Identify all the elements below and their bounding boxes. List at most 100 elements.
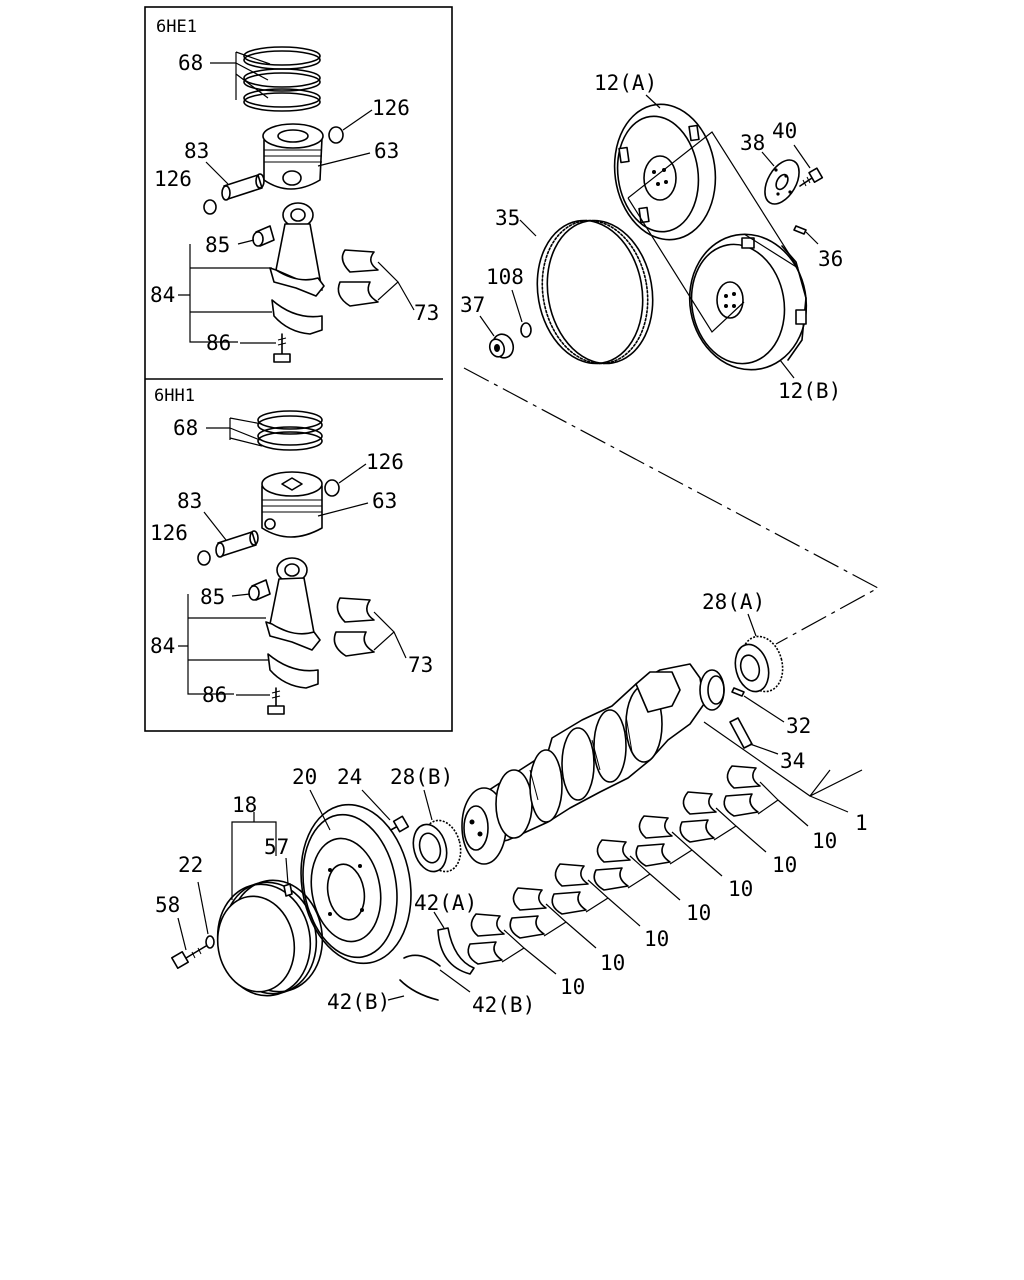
label-84: 84 bbox=[150, 634, 175, 658]
label-10: 10 bbox=[644, 927, 669, 951]
label-57: 57 bbox=[264, 835, 289, 859]
main-bearing-icon bbox=[509, 887, 547, 939]
label-85: 85 bbox=[200, 585, 225, 609]
key-icon bbox=[283, 883, 293, 897]
label-37: 37 bbox=[460, 293, 485, 317]
label-42b-right: 42(B) bbox=[472, 993, 535, 1017]
bolt-icon bbox=[799, 167, 824, 187]
label-42b-left: 42(B) bbox=[327, 990, 390, 1014]
label-34: 34 bbox=[780, 749, 805, 773]
label-12b: 12(B) bbox=[778, 379, 841, 403]
piston-pin-icon bbox=[221, 173, 265, 201]
snap-ring-icon bbox=[324, 479, 340, 497]
key-icon bbox=[731, 687, 745, 697]
connecting-rod-icon bbox=[265, 557, 321, 651]
label-40: 40 bbox=[772, 119, 797, 143]
snap-ring-icon bbox=[328, 126, 344, 144]
label-68: 68 bbox=[178, 51, 203, 75]
assembly-line bbox=[463, 367, 880, 645]
label-28a: 28(A) bbox=[702, 590, 765, 614]
snap-ring-icon bbox=[197, 550, 211, 566]
timing-gear-a-icon bbox=[734, 635, 784, 693]
main-bearing-icon bbox=[467, 913, 505, 965]
rod-cap-icon bbox=[267, 653, 319, 689]
ring-gear-icon bbox=[536, 219, 654, 365]
inset-title-6he1: 6HE1 bbox=[156, 17, 197, 37]
o-ring-icon bbox=[520, 322, 532, 338]
label-10: 10 bbox=[728, 877, 753, 901]
label-36: 36 bbox=[818, 247, 843, 271]
label-32: 32 bbox=[786, 714, 811, 738]
main-bearing-icon bbox=[551, 863, 589, 915]
label-86: 86 bbox=[206, 331, 231, 355]
label-22: 22 bbox=[178, 853, 203, 877]
label-86: 86 bbox=[202, 683, 227, 707]
damper-pulley-icon bbox=[300, 803, 412, 965]
timing-gear-b-icon bbox=[412, 819, 462, 873]
bolt-icon bbox=[171, 945, 207, 969]
label-83: 83 bbox=[177, 489, 202, 513]
main-bearing-icon bbox=[723, 765, 761, 817]
pilot-bearing-icon bbox=[488, 333, 515, 359]
piston-rings-icon bbox=[257, 410, 323, 451]
pin-icon bbox=[793, 225, 807, 235]
bushing-icon bbox=[248, 579, 271, 601]
inset-6he1: 6HE1 68 63 126 83 bbox=[150, 17, 439, 363]
dowel-pin-icon bbox=[729, 717, 753, 749]
label-58: 58 bbox=[155, 893, 180, 917]
crankshaft-icon bbox=[461, 663, 725, 865]
plate-icon bbox=[764, 159, 800, 205]
main-bearing-icon bbox=[635, 815, 673, 867]
label-108: 108 bbox=[486, 265, 524, 289]
label-85: 85 bbox=[205, 233, 230, 257]
piston-icon bbox=[262, 123, 324, 190]
label-73: 73 bbox=[414, 301, 439, 325]
bolt-icon bbox=[273, 333, 291, 363]
connecting-rod-icon bbox=[269, 202, 325, 297]
label-38: 38 bbox=[740, 131, 765, 155]
snap-ring-icon bbox=[203, 199, 217, 215]
piston-pin-icon bbox=[215, 530, 259, 558]
bearing-shell-icon bbox=[337, 249, 379, 307]
bearing-shell-icon bbox=[333, 597, 375, 657]
label-84: 84 bbox=[150, 283, 175, 307]
inset-6hh1: 6HH1 68 63 126 83 126 bbox=[150, 386, 433, 715]
flywheel-b-icon bbox=[688, 233, 808, 371]
bolt-icon bbox=[267, 687, 285, 715]
label-20: 20 bbox=[292, 765, 317, 789]
label-10: 10 bbox=[560, 975, 585, 999]
label-73: 73 bbox=[408, 653, 433, 677]
inset-title-6hh1: 6HH1 bbox=[154, 386, 195, 406]
label-10: 10 bbox=[772, 853, 797, 877]
label-42a: 42(A) bbox=[414, 891, 477, 915]
washer-icon bbox=[205, 935, 215, 949]
inset-frame bbox=[144, 6, 453, 732]
label-24: 24 bbox=[337, 765, 362, 789]
bushing-icon bbox=[252, 225, 275, 247]
label-12a: 12(A) bbox=[594, 71, 657, 95]
label-18: 18 bbox=[232, 793, 257, 817]
main-bearing-icon bbox=[679, 791, 717, 843]
label-10: 10 bbox=[686, 901, 711, 925]
piston-icon bbox=[261, 471, 323, 538]
thrust-washer-b-icon bbox=[399, 954, 441, 1001]
rod-cap-icon bbox=[271, 299, 323, 335]
main-bearing-icon bbox=[593, 839, 631, 891]
label-126-left: 126 bbox=[150, 521, 188, 545]
label-63: 63 bbox=[374, 139, 399, 163]
main-bearings: 10 10 10 10 10 10 bbox=[467, 765, 837, 999]
label-28b: 28(B) bbox=[390, 765, 453, 789]
label-10: 10 bbox=[812, 829, 837, 853]
piston-rings-icon bbox=[243, 46, 321, 112]
label-83: 83 bbox=[184, 139, 209, 163]
crank-pulley-icon bbox=[216, 879, 324, 997]
label-126: 126 bbox=[366, 450, 404, 474]
label-63: 63 bbox=[372, 489, 397, 513]
label-68: 68 bbox=[173, 416, 198, 440]
label-126: 126 bbox=[372, 96, 410, 120]
label-35: 35 bbox=[495, 206, 520, 230]
label-126-left: 126 bbox=[154, 167, 192, 191]
flywheel-a-icon bbox=[613, 103, 717, 241]
thrust-washer-a-icon bbox=[437, 927, 475, 975]
